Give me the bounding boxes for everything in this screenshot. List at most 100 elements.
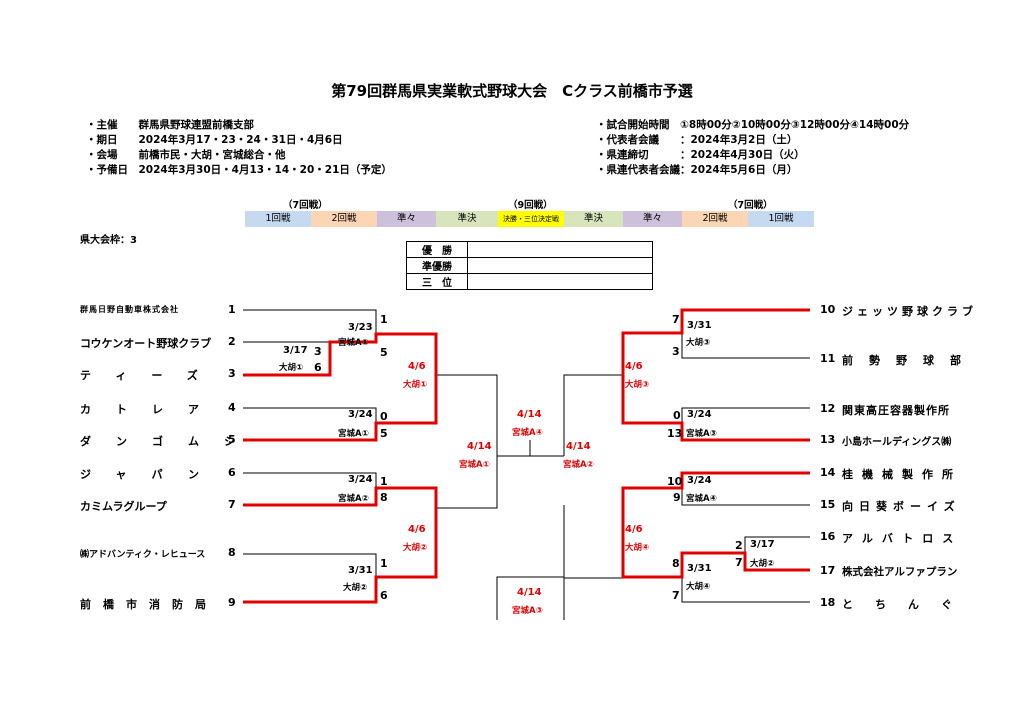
team-name-5: ダンゴムシ <box>80 435 260 448</box>
team-no-1: 1 <box>228 303 236 316</box>
round-header-1-right: 1回戦 <box>748 211 814 227</box>
team-name-17: 株式会社アルファプラン <box>842 566 958 578</box>
round-group-right: （7回戦） <box>728 200 773 211</box>
g6-score-2: 3 <box>672 345 680 358</box>
team-name-1: 群馬日野自動車株式会社 <box>80 305 179 314</box>
g5-date: 3/31 <box>348 565 373 576</box>
final-venue: 宮城A④ <box>512 428 543 438</box>
g4-venue: 宮城A② <box>338 494 369 504</box>
round-group-center: （9回戦） <box>508 200 553 211</box>
third-venue: 宮城A③ <box>512 606 543 616</box>
team-no-3: 3 <box>228 367 236 380</box>
qf2-venue: 大胡② <box>403 543 428 553</box>
g9-date: 3/17 <box>750 539 775 550</box>
g7-date: 3/24 <box>687 409 712 420</box>
team-name-12: 関東高圧容器製作所 <box>842 404 950 417</box>
team-no-9: 9 <box>228 596 236 609</box>
qf3-venue: 大胡③ <box>625 380 650 390</box>
g2-score-2: 6 <box>314 361 322 374</box>
team-no-14: 14 <box>820 466 836 479</box>
result-third-value <box>467 273 653 290</box>
round-header-2-right: 2回戦 <box>682 211 748 227</box>
qf3-date: 4/6 <box>625 361 643 372</box>
team-no-6: 6 <box>228 466 236 479</box>
g3-score-1: 0 <box>380 410 388 423</box>
g7-venue: 宮城A③ <box>686 429 717 439</box>
sf2-venue: 宮城A② <box>563 460 594 470</box>
round-header-sf-right: 準決 <box>564 211 623 227</box>
team-name-16: アルバトロス <box>842 532 963 545</box>
g10-score-2: 7 <box>672 589 680 602</box>
g8-venue: 宮城A④ <box>686 494 717 504</box>
g1-date: 3/23 <box>348 322 373 333</box>
round-header-2: 2回戦 <box>311 211 377 227</box>
g5-venue: 大胡② <box>343 583 368 593</box>
third-date: 4/14 <box>517 587 542 598</box>
team-name-15: 向日葵ボーイズ <box>842 500 961 513</box>
round-header-1: 1回戦 <box>245 211 311 227</box>
g4-score-1: 1 <box>380 475 388 488</box>
results-table: 優 勝 準優勝 三 位 <box>406 241 653 290</box>
g7-score-1: 0 <box>673 409 681 422</box>
team-name-2: コウケンオート野球クラブ <box>80 337 212 350</box>
team-name-18: とちんぐ <box>842 598 974 611</box>
team-no-10: 10 <box>820 303 836 316</box>
team-no-18: 18 <box>820 596 836 609</box>
g5-score-1: 1 <box>380 557 388 570</box>
g6-score-1: 7 <box>672 313 680 326</box>
g6-venue: 大胡③ <box>686 338 711 348</box>
team-name-4: カトレア <box>80 403 224 416</box>
qf2-date: 4/6 <box>408 524 426 535</box>
qf4-venue: 大胡④ <box>625 543 650 553</box>
prefecture-quota: 県大会枠：3 <box>80 235 137 246</box>
g2-venue: 大胡① <box>279 363 304 373</box>
qf1-date: 4/6 <box>408 361 426 372</box>
team-name-3: ティーズ <box>80 369 223 382</box>
g8-score-1: 10 <box>667 475 683 488</box>
team-name-11: 前勢野球部 <box>842 354 977 367</box>
team-name-7: カミムラグループ <box>80 500 167 513</box>
sf1-date: 4/14 <box>467 441 492 452</box>
info-organizer: ・主催 群馬県野球連盟前橋支部 <box>86 119 254 131</box>
team-no-7: 7 <box>228 498 236 511</box>
g2-score-1: 3 <box>314 345 322 358</box>
round-header-final: 決勝・三位決定戦 <box>498 211 564 227</box>
final-date: 4/14 <box>517 409 542 420</box>
info-deadline: ・県連締切 ：2024年4月30日（火） <box>596 149 805 161</box>
g9-venue: 大胡② <box>750 559 775 569</box>
round-header-sf-left: 準決 <box>436 211 498 227</box>
team-name-14: 桂機械製作所 <box>842 468 962 481</box>
info-dates: ・期日 2024年3月17・23・24・31日・4月6日 <box>86 134 343 146</box>
g1-venue: 宮城A① <box>338 338 369 348</box>
info-left: ・主催 群馬県野球連盟前橋支部 ・期日 2024年3月17・23・24・31日・… <box>86 118 392 178</box>
g10-score-1: 8 <box>672 557 680 570</box>
info-venues: ・会場 前橋市民・大胡・宮城総合・他 <box>86 149 286 161</box>
round-header-qf-left: 準々 <box>377 211 436 227</box>
qf4-date: 4/6 <box>625 524 643 535</box>
team-no-8: 8 <box>228 546 236 559</box>
g3-date: 3/24 <box>348 409 373 420</box>
g10-date: 3/31 <box>687 563 712 574</box>
team-no-16: 16 <box>820 530 836 543</box>
g5-score-2: 6 <box>380 589 388 602</box>
g1-score-2: 5 <box>380 346 388 359</box>
qf1-venue: 大胡① <box>403 380 428 390</box>
g4-score-2: 8 <box>380 491 388 504</box>
g10-venue: 大胡④ <box>686 582 711 592</box>
team-no-17: 17 <box>820 564 836 577</box>
g4-date: 3/24 <box>348 474 373 485</box>
g8-score-2: 9 <box>673 491 681 504</box>
team-name-9: 前橋市消防局 <box>80 598 218 611</box>
sf2-date: 4/14 <box>566 441 591 452</box>
team-name-6: ジャパン <box>80 468 224 481</box>
round-group-left: （7回戦） <box>283 200 328 211</box>
team-no-5: 5 <box>228 433 236 446</box>
info-pref-meeting: ・県連代表者会議：2024年5月6日（月） <box>596 164 798 176</box>
team-no-15: 15 <box>820 498 836 511</box>
g9-score-2: 7 <box>735 556 743 569</box>
team-no-12: 12 <box>820 402 836 415</box>
g1-score-1: 1 <box>380 313 388 326</box>
g3-venue: 宮城A① <box>338 429 369 439</box>
g7-score-2: 13 <box>667 427 683 440</box>
g2-date: 3/17 <box>283 345 308 356</box>
